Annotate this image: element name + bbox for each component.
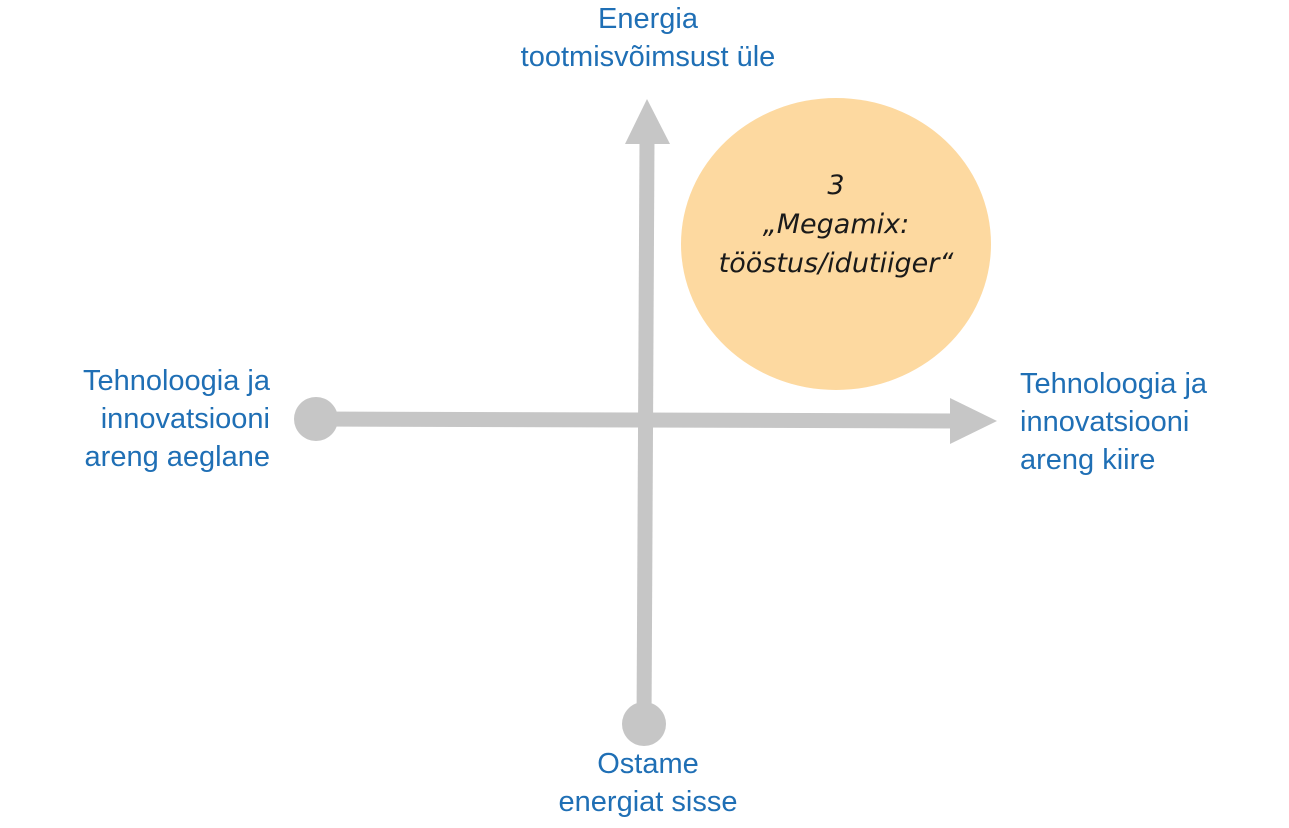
axis-label-right: Tehnoloogia ja innovatsiooni areng kiire [1020, 365, 1289, 479]
axis-label-bottom: Ostame energiat sisse [448, 745, 848, 821]
scenario-title-line-2: tööstus/idutiiger“ [718, 248, 954, 279]
axis-label-top-line-2: tootmisvõimsust üle [520, 41, 776, 73]
vertical-axis-start-dot [622, 702, 666, 746]
scenario-bubble [681, 98, 991, 390]
axis-label-left-line-1: Tehnoloogia ja [82, 365, 270, 397]
vertical-axis-line [636, 139, 655, 725]
vertical-axis-arrowhead [625, 99, 670, 144]
axis-label-left-line-2: innovatsiooni [100, 403, 270, 435]
axis-label-top: Energia tootmisvõimsust üle [448, 0, 848, 76]
scenario-number: 3 [827, 170, 845, 201]
axis-label-left: Tehnoloogia ja innovatsiooni areng aegla… [0, 362, 270, 476]
scenario-title-line-1: „Megamix: [762, 209, 910, 240]
axis-label-left-line-3: areng aeglane [84, 441, 270, 473]
axis-label-bottom-line-1: Ostame [597, 748, 699, 780]
axis-label-right-line-3: areng kiire [1020, 444, 1156, 476]
axis-label-right-line-1: Tehnoloogia ja [1020, 368, 1208, 400]
axis-label-bottom-line-2: energiat sisse [558, 786, 738, 818]
horizontal-axis-start-dot [294, 397, 338, 441]
horizontal-axis-line [315, 411, 956, 429]
scenario-bubble-text: 3 „Megamix: tööstus/idutiiger“ [681, 166, 991, 283]
horizontal-axis-arrowhead [950, 398, 997, 444]
axis-label-top-line-1: Energia [598, 3, 698, 35]
axis-label-right-line-2: innovatsiooni [1020, 406, 1190, 438]
